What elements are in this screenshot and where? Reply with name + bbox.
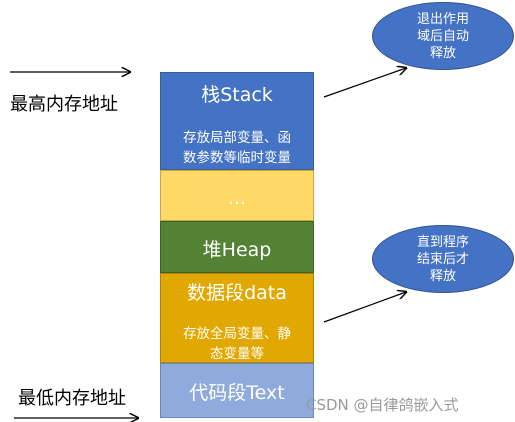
- gap-ellipsis: ...: [227, 187, 247, 209]
- low-address-label: 最低内存地址: [18, 388, 126, 409]
- heap-title: 堆Heap: [202, 239, 272, 261]
- data-callout-line1: 直到程序: [416, 234, 469, 250]
- heap-segment: 堆Heap: [160, 221, 314, 273]
- stack-callout-arrow: [323, 68, 406, 98]
- gap-segment: ...: [160, 170, 314, 221]
- data-callout-arrow: [323, 292, 406, 323]
- data-desc-line1: 存放全局变量、静: [183, 326, 291, 342]
- high-address-label: 最高内存地址: [10, 94, 118, 115]
- stack-callout-line1: 退出作用: [416, 11, 469, 27]
- watermark: CSDN @自律鸽嵌入式: [306, 396, 459, 414]
- stack-desc-line1: 存放局部变量、函: [183, 130, 291, 146]
- stack-callout-bubble: 退出作用 域后自动 释放: [372, 2, 514, 70]
- data-desc-line2: 态变量等: [210, 346, 264, 362]
- text-segment: 代码段Text: [160, 363, 314, 418]
- data-segment: 数据段data 存放全局变量、静 态变量等: [160, 273, 314, 363]
- data-callout-line3: 释放: [429, 268, 456, 284]
- stack-desc-line2: 数参数等临时变量: [183, 150, 291, 166]
- stack-callout-line2: 域后自动: [416, 28, 469, 44]
- data-callout-bubble: 直到程序 结束后才 释放: [372, 225, 514, 293]
- data-title: 数据段data: [187, 282, 287, 304]
- stack-segment: 栈Stack 存放局部变量、函 数参数等临时变量: [160, 72, 314, 170]
- stack-callout-line3: 释放: [429, 45, 456, 61]
- text-title: 代码段Text: [189, 382, 285, 404]
- data-callout-line2: 结束后才: [416, 251, 469, 267]
- stack-title: 栈Stack: [201, 84, 273, 106]
